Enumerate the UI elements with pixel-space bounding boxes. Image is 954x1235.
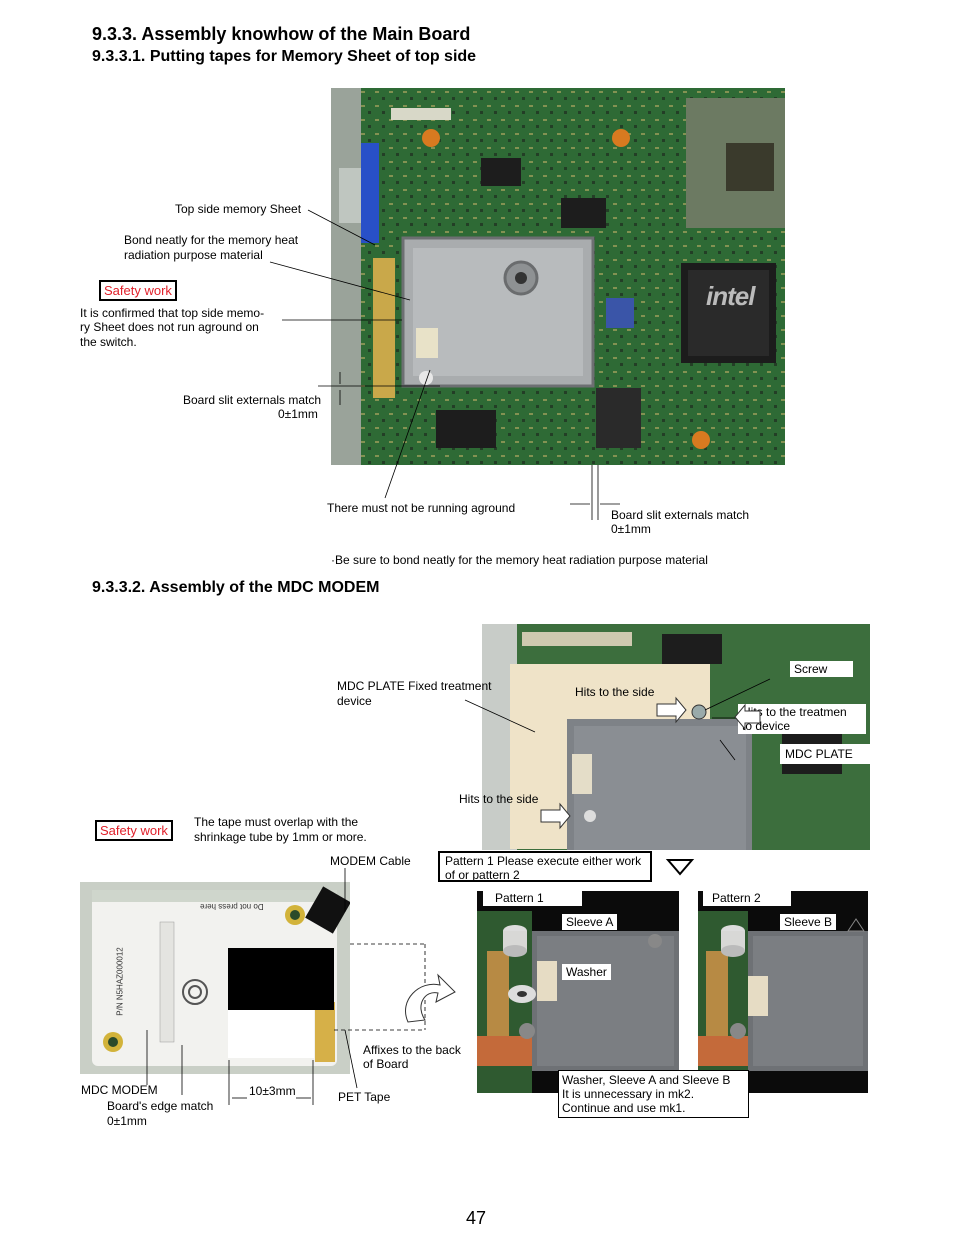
pattern-note-1: Pattern 1 Please execute either work: [445, 854, 642, 868]
label-affixes-2: of Board: [363, 1057, 409, 1071]
label-mdc-plate: MDC PLATE: [780, 744, 872, 764]
white-tape-block: [228, 1010, 314, 1058]
label-sleeve-a: Sleeve A: [562, 914, 618, 930]
pattern-note-2: of or pattern 2: [445, 868, 520, 882]
label-dimension: 10±3mm: [249, 1084, 296, 1098]
pattern-note-box: Pattern 1 Please execute either work of …: [438, 851, 652, 882]
label-tape-overlap-2: shrinkage tube by 1mm or more.: [194, 830, 367, 844]
subsection-title-2: 9.3.3.2. Assembly of the MDC MODEM: [92, 579, 380, 596]
safety-work-badge-1: Safety work: [99, 280, 177, 301]
label-tape-overlap-1: The tape must overlap with the: [194, 815, 359, 829]
safety-work-badge-2: Safety work: [95, 820, 173, 841]
label-pattern-2: Pattern 2: [703, 890, 791, 906]
label-hits-side-bottom: Hits to the side: [459, 792, 539, 806]
subsection-title-1: 9.3.3.1. Putting tapes for Memory Sheet …: [92, 48, 477, 65]
label-hits-treatment: Hits to the treatmen to device: [738, 704, 866, 734]
pattern2-drawing: [698, 891, 868, 1093]
label-washer: Washer: [562, 964, 611, 980]
label-hits-treatment-1: Hits to the treatmen: [742, 705, 847, 719]
label-slit-right-2: 0±1mm: [611, 522, 651, 536]
note-text: Be sure to bond neatly for the memory he…: [335, 553, 708, 567]
modem-label-text: Do not press here: [200, 902, 264, 911]
down-arrow-icon: [665, 859, 695, 876]
label-edge-match-1: Board's edge match: [107, 1099, 214, 1113]
label-sleeve-b: Sleeve B: [780, 914, 837, 930]
label-hits-treatment-2: to device: [742, 719, 791, 733]
flip-arrow-icon: [405, 973, 456, 1023]
label-confirm-1: It is confirmed that top side memo-: [80, 306, 265, 320]
page-number: 47: [466, 1208, 487, 1228]
label-pet-tape: PET Tape: [338, 1090, 391, 1104]
pattern2-photo: [698, 891, 868, 1093]
label-mdc-modem: MDC MODEM: [81, 1083, 158, 1097]
section-title: 9.3.3. Assembly knowhow of the Main Boar…: [92, 24, 471, 44]
washer-note-2: It is unnecessary in mk2.: [562, 1087, 695, 1101]
label-slit-right-1: Board slit externals match: [611, 508, 750, 522]
note-bond-neatly: ·Be sure to bond neatly for the memory h…: [331, 553, 708, 568]
label-bond-neatly-1: Bond neatly for the memory heat: [124, 233, 299, 247]
label-hits-side-top: Hits to the side: [575, 685, 655, 699]
washer-note-3: Continue and use mk1.: [562, 1101, 686, 1115]
label-confirm-3: the switch.: [80, 335, 137, 349]
label-slit-left-1: Board slit externals match: [183, 393, 322, 407]
label-bond-neatly-2: radiation purpose material: [124, 248, 263, 262]
intel-chip-logo: intel: [706, 281, 755, 311]
main-board-photo: intel: [331, 88, 785, 465]
label-pattern-1: Pattern 1: [483, 890, 582, 906]
mdc-plate-photo: [482, 624, 870, 850]
washer-note-1: Washer, Sleeve A and Sleeve B: [562, 1073, 731, 1087]
label-affixes-1: Affixes to the back: [363, 1043, 461, 1057]
label-fixed-device-1: MDC PLATE Fixed treatment: [337, 679, 492, 693]
label-edge-match-2: 0±1mm: [107, 1114, 147, 1128]
label-fixed-device-2: device: [337, 694, 372, 708]
label-modem-cable: MODEM Cable: [330, 854, 411, 868]
black-tape-block: [228, 948, 334, 1010]
mdc-plate-drawing: [482, 624, 870, 850]
label-slit-left-2: 0±1mm: [278, 407, 318, 421]
pattern1-drawing: [477, 891, 679, 1093]
label-top-memory-sheet: Top side memory Sheet: [175, 202, 302, 216]
washer-note-box: Washer, Sleeve A and Sleeve B It is unne…: [558, 1070, 749, 1118]
label-screw: Screw: [790, 661, 853, 677]
main-board-drawing: [331, 88, 785, 465]
label-no-aground: There must not be running aground: [327, 501, 516, 515]
modem-pn-text: P/N N5HAZ000012: [115, 947, 125, 1016]
label-confirm-2: ry Sheet does not run aground on: [80, 320, 259, 334]
bullet-dot: ·: [331, 553, 335, 567]
